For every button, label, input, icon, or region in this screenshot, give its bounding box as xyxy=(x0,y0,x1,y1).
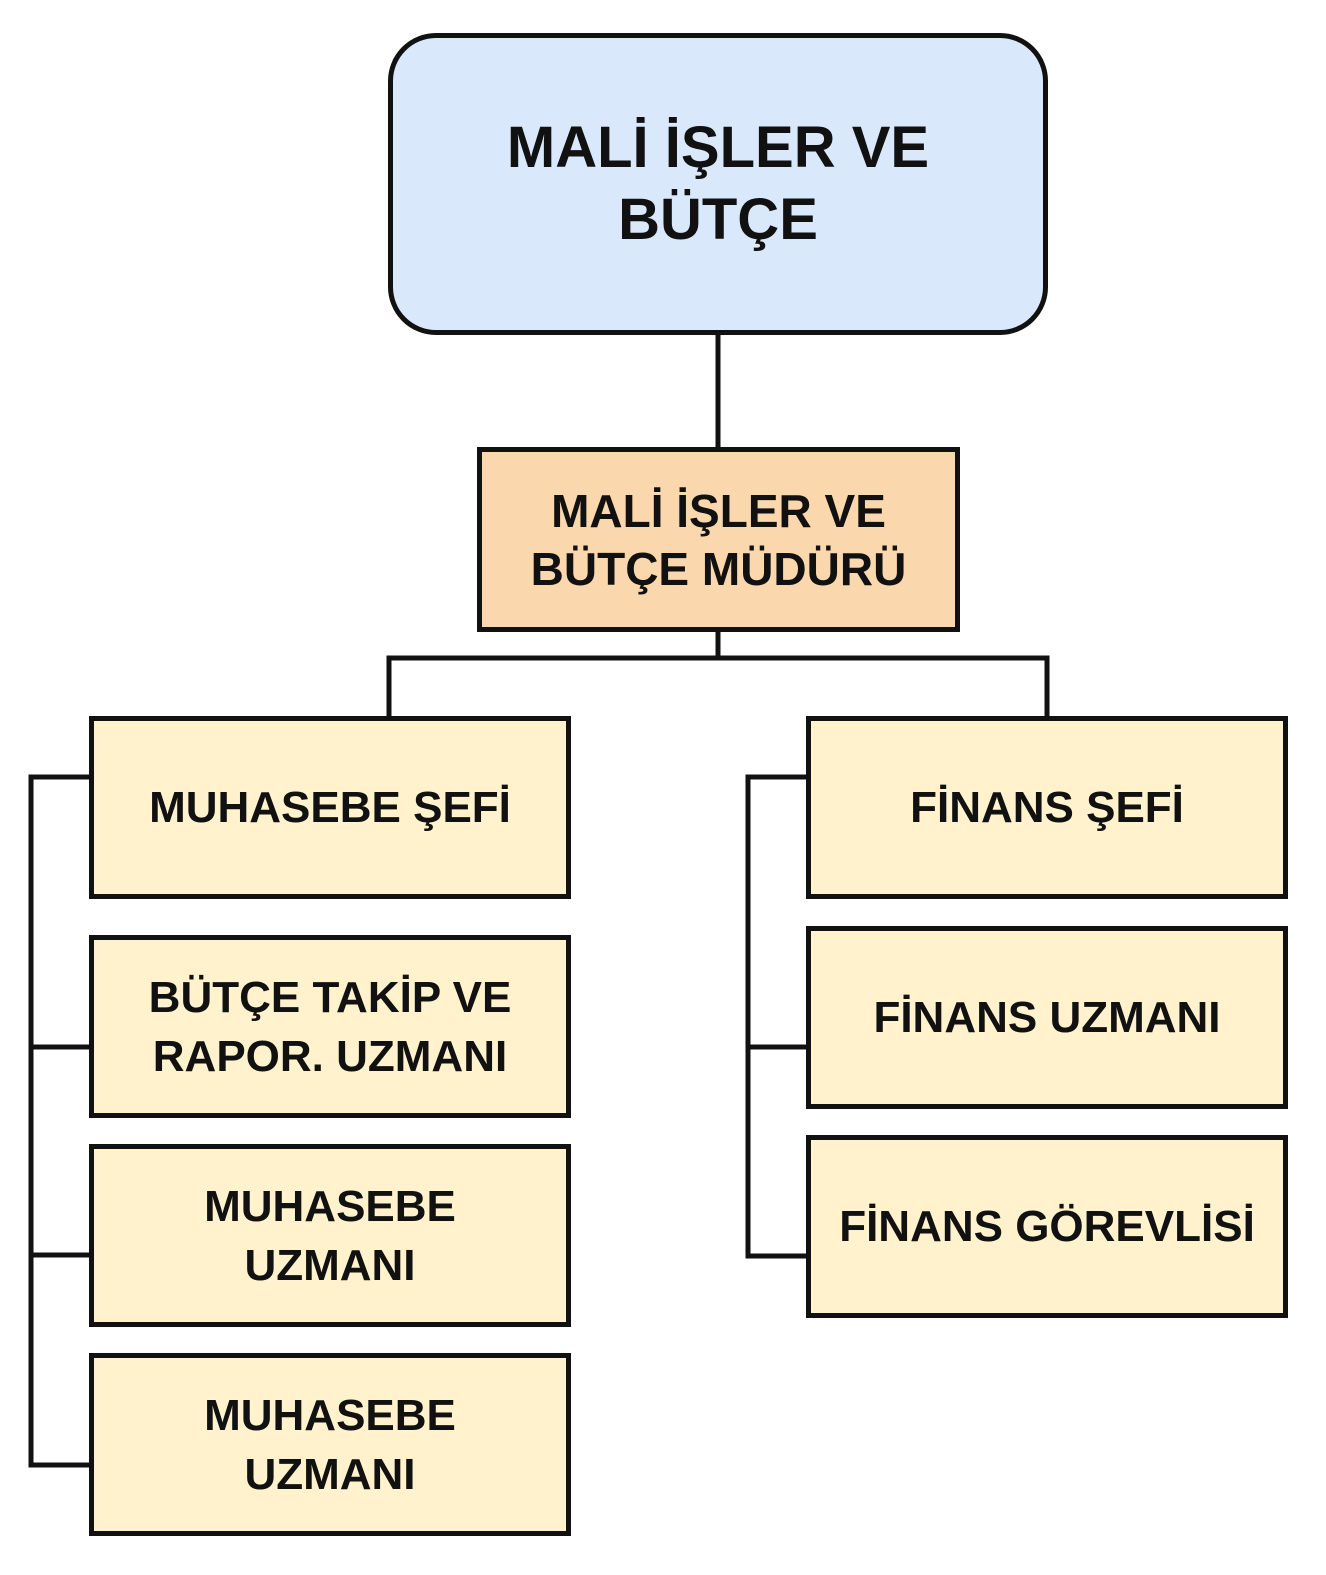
node-label-line: BÜTÇE MÜDÜRÜ xyxy=(530,542,907,595)
node-label-line: BÜTÇE xyxy=(618,187,818,252)
org-node-muhasebe-uzmani: MUHASEBE UZMANI xyxy=(89,1144,571,1327)
node-label-line: FİNANS UZMANI xyxy=(873,993,1221,1042)
org-node-finans-sefi: FİNANS ŞEFİ xyxy=(806,716,1288,899)
node-label-line: MALİ İŞLER VE xyxy=(506,115,930,180)
org-node-root: MALİ İŞLER VE BÜTÇE xyxy=(388,33,1048,335)
connector-left-spine xyxy=(28,774,89,1468)
node-label-line: BÜTÇE TAKİP VE xyxy=(148,972,512,1022)
org-node-manager: MALİ İŞLER VE BÜTÇE MÜDÜRÜ xyxy=(477,447,960,632)
node-label-line: MUHASEBE ŞEFİ xyxy=(149,783,511,832)
node-label-line: UZMANI xyxy=(244,1449,416,1499)
org-node-muhasebe-sefi: MUHASEBE ŞEFİ xyxy=(89,716,571,899)
connector-manager-bus xyxy=(386,632,1050,716)
node-label-line: MALİ İŞLER VE xyxy=(551,484,886,537)
org-node-finans-uzmani: FİNANS UZMANI xyxy=(806,926,1288,1109)
org-node-muhasebe-uzmani: MUHASEBE UZMANI xyxy=(89,1353,571,1536)
node-label-line: UZMANI xyxy=(244,1240,416,1290)
org-node-butce-takip-uzmani: BÜTÇE TAKİP VE RAPOR. UZMANI xyxy=(89,935,571,1118)
node-label-line: FİNANS ŞEFİ xyxy=(910,783,1184,832)
node-label-line: MUHASEBE xyxy=(204,1181,456,1231)
node-label-line: MUHASEBE xyxy=(204,1390,456,1440)
org-node-finans-gorevlisi: FİNANS GÖREVLİSİ xyxy=(806,1135,1288,1318)
node-label-line: RAPOR. UZMANI xyxy=(152,1031,508,1081)
node-label-line: FİNANS GÖREVLİSİ xyxy=(839,1202,1255,1251)
connector-right-spine xyxy=(745,774,806,1259)
